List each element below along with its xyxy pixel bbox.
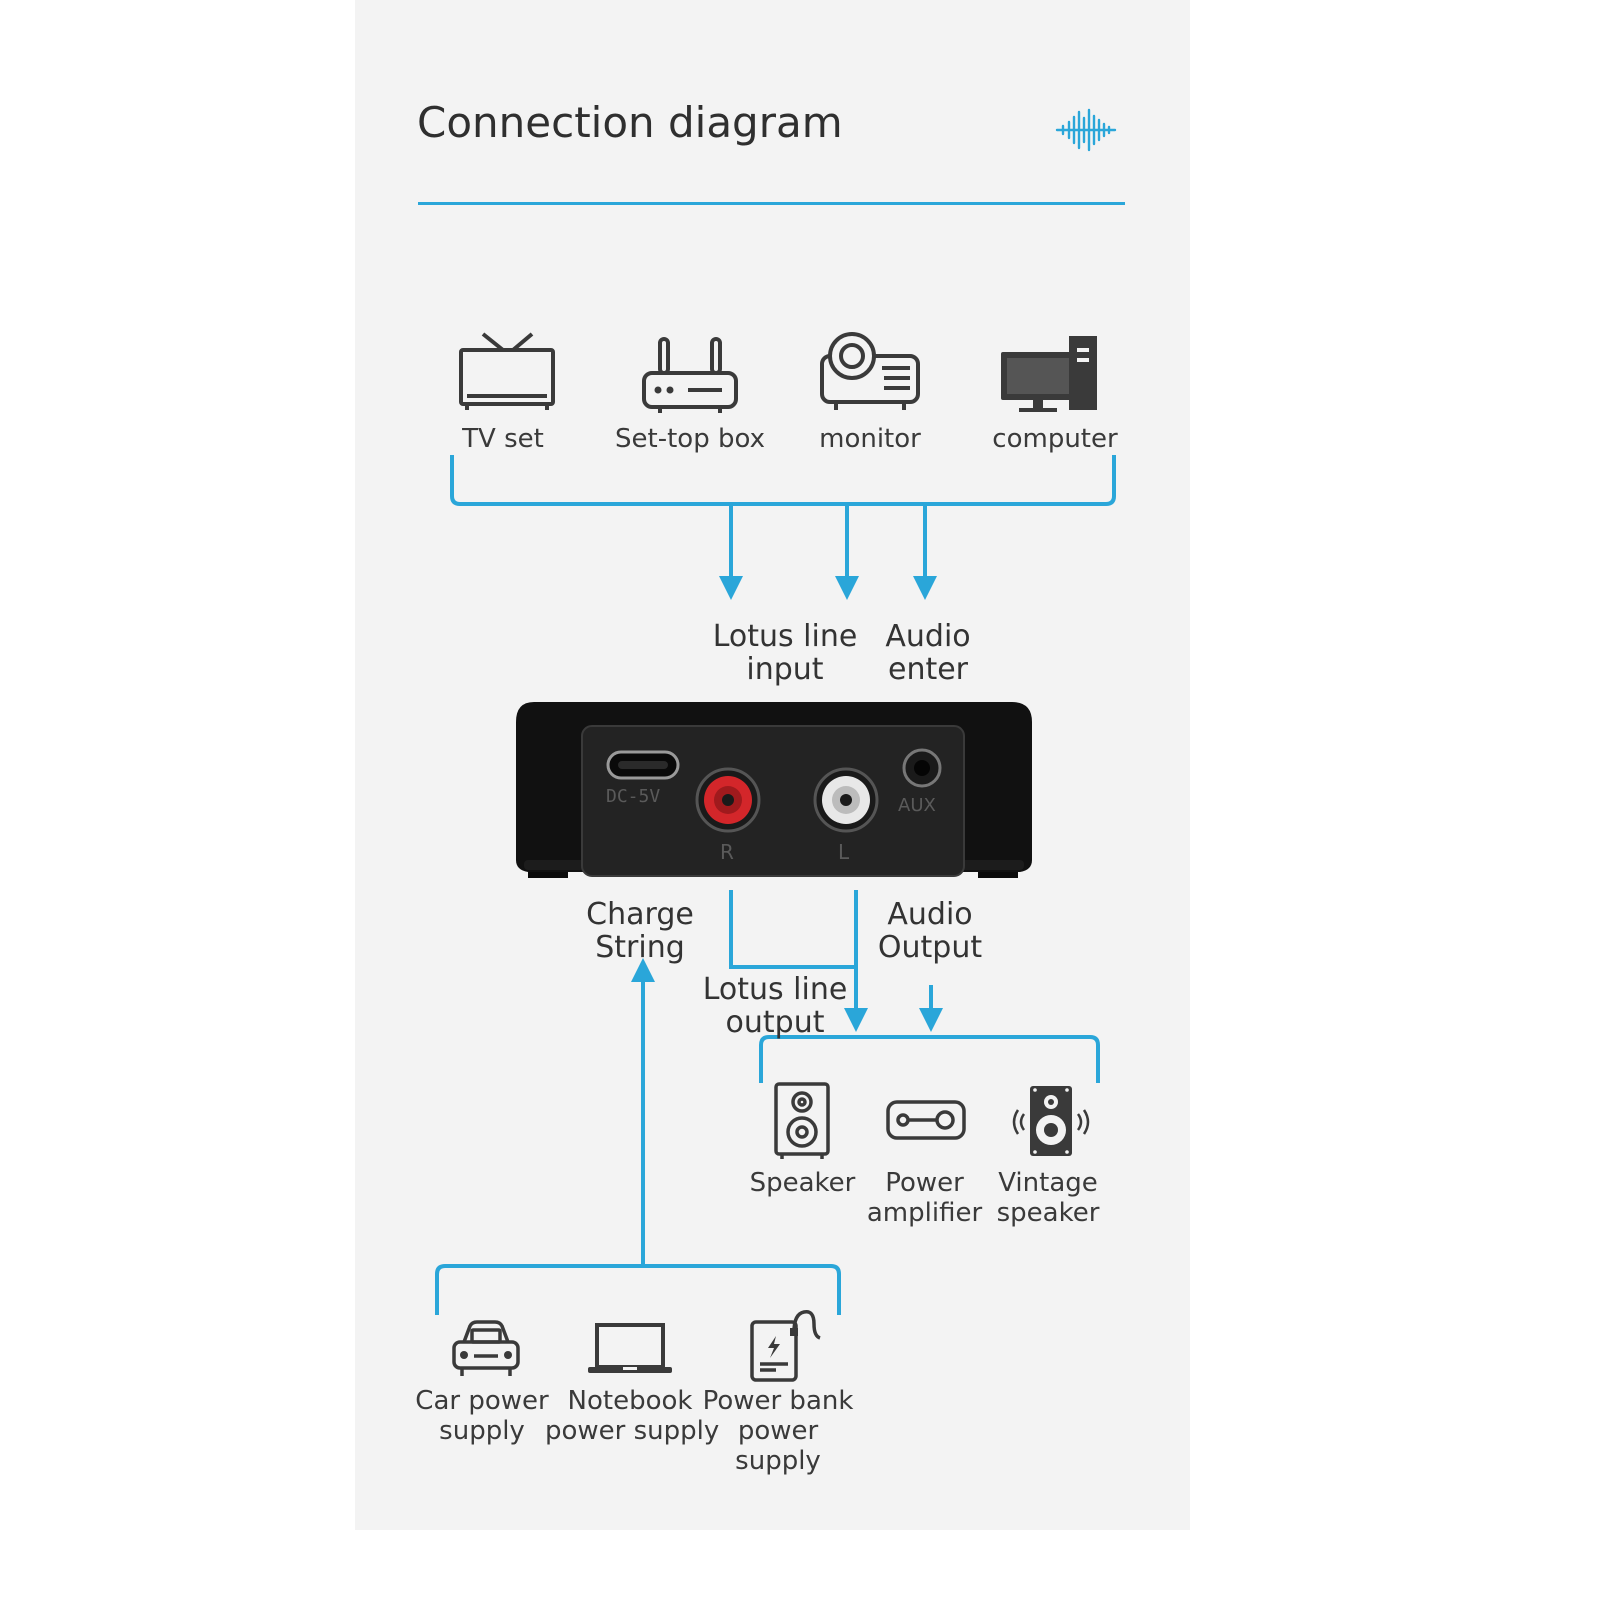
output-label-vintage-speaker: Vintage speaker bbox=[996, 1168, 1100, 1228]
aux-label: AUX bbox=[898, 795, 936, 816]
l-label: L bbox=[838, 840, 850, 864]
r-label: R bbox=[720, 840, 734, 864]
charge-string-label: Charge String bbox=[586, 897, 694, 965]
page-title: Connection diagram bbox=[417, 98, 843, 147]
power-label-car: Car power supply bbox=[415, 1386, 549, 1446]
computer-icon bbox=[1001, 336, 1097, 412]
audio-enter-label: Audio enter bbox=[885, 619, 971, 687]
bluetooth-receiver-device bbox=[516, 702, 1032, 878]
projector-icon bbox=[820, 332, 920, 410]
output-label-amplifier: Power amplifier bbox=[866, 1168, 983, 1228]
power-bracket bbox=[435, 1264, 841, 1315]
lotus-output-line bbox=[729, 890, 856, 1020]
source-label-set-top-box: Set-top box bbox=[615, 424, 765, 454]
usb-c-port bbox=[606, 750, 680, 780]
car-icon bbox=[452, 1320, 520, 1376]
sources-bracket bbox=[450, 455, 1116, 506]
source-label-tv: TV set bbox=[462, 424, 544, 454]
lotus-line-input-label: Lotus line input bbox=[712, 619, 858, 687]
vintage-speaker-icon bbox=[1012, 1086, 1090, 1156]
output-label-speaker: Speaker bbox=[749, 1168, 856, 1198]
rca-red-port bbox=[695, 767, 761, 833]
audio-output-label: Audio Output bbox=[877, 897, 983, 965]
speaker-icon bbox=[774, 1082, 830, 1159]
laptop-icon bbox=[588, 1323, 672, 1373]
power-bank-icon bbox=[750, 1310, 821, 1382]
rca-white-port bbox=[813, 767, 879, 833]
waveform-icon bbox=[1055, 108, 1117, 152]
source-label-monitor: monitor bbox=[819, 424, 921, 454]
aux-port bbox=[902, 748, 942, 788]
source-label-computer: computer bbox=[992, 424, 1118, 454]
amplifier-icon bbox=[886, 1100, 966, 1140]
router-icon bbox=[642, 337, 738, 413]
dc-5v-label: DC-5V bbox=[606, 786, 661, 807]
tv-icon bbox=[459, 332, 555, 410]
power-label-notebook: Notebook power supply bbox=[545, 1386, 720, 1446]
outputs-bracket bbox=[759, 1035, 1100, 1083]
power-label-power-bank: Power bank power supply bbox=[702, 1386, 854, 1476]
title-divider bbox=[418, 202, 1125, 205]
lotus-line-output-label: Lotus line output bbox=[702, 972, 848, 1040]
